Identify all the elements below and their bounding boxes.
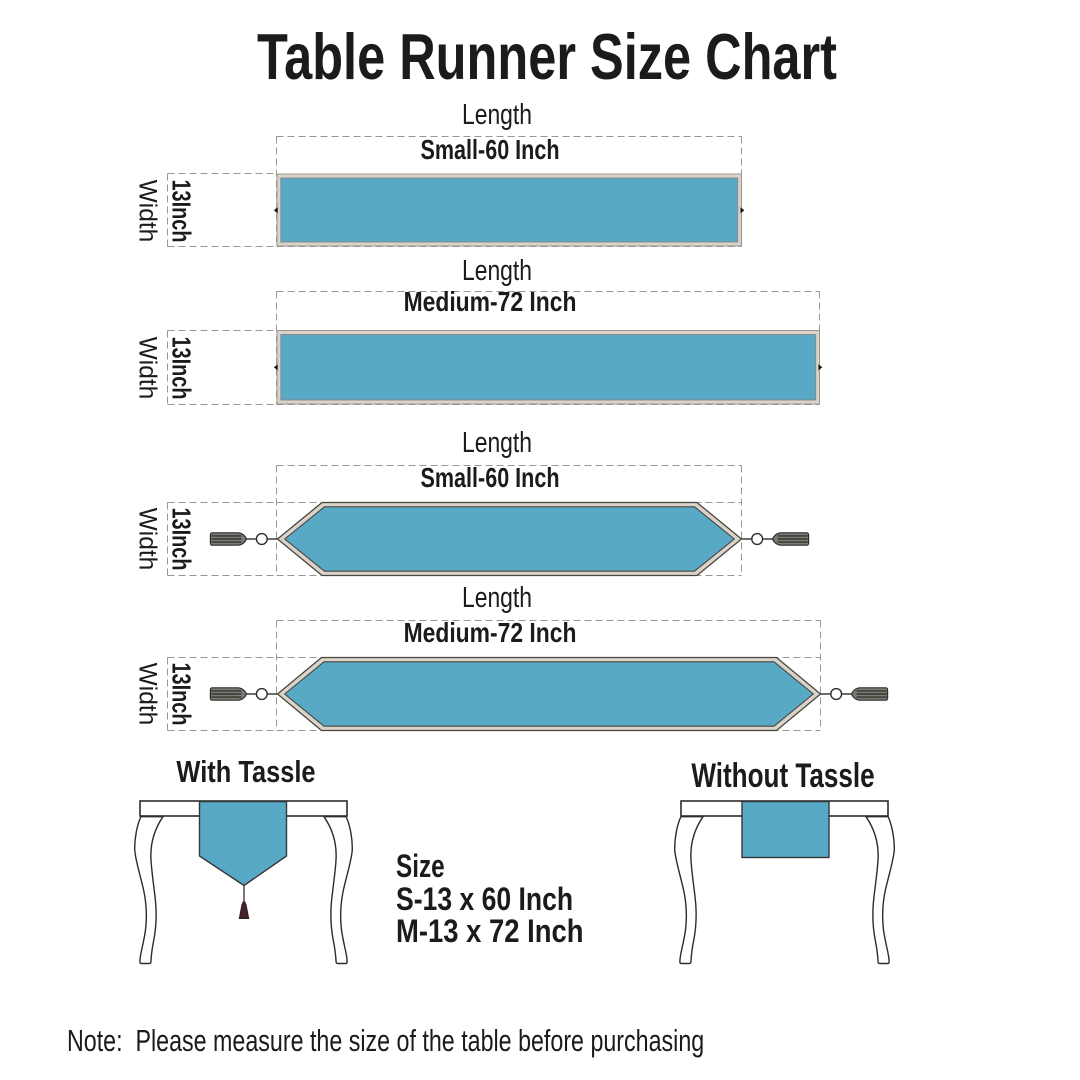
note-spacer <box>122 1023 135 1058</box>
note-text: Please measure the size of the table bef… <box>135 1022 704 1058</box>
size-label-row1: Small-60 Inch <box>420 133 560 165</box>
table-leg <box>673 815 705 965</box>
dimension-arrow-left-icon <box>273 364 278 371</box>
page-title: Table Runner Size Chart <box>257 20 837 94</box>
draped-runner-plain <box>741 800 830 859</box>
note: Note: Please measure the size of the tab… <box>67 1025 917 1056</box>
dimension-arrow-left-icon <box>273 207 278 214</box>
tassel-ring-icon <box>255 687 268 701</box>
width-value-row1: 13Inch <box>166 178 197 243</box>
tassel-ring-icon <box>830 687 843 701</box>
length-label-row4: Length <box>461 581 533 614</box>
tassel-left <box>209 687 278 701</box>
width-value-row3: 13Inch <box>166 507 197 571</box>
table-without-tassle <box>673 800 896 965</box>
width-label-row3: Width <box>133 507 162 571</box>
runner-rect-medium <box>276 330 820 405</box>
length-label-row3: Length <box>461 426 533 459</box>
table-leg <box>322 815 354 965</box>
size-line-medium: M-13 x 72 Inch <box>395 912 583 949</box>
draped-runner-pointed <box>198 800 288 887</box>
tassel-ring-icon <box>751 532 764 546</box>
length-label-row1: Length <box>461 98 533 131</box>
runner-pointed-medium <box>276 656 822 732</box>
without-tassle-label: Without Tassle <box>691 757 875 795</box>
tassel-right <box>820 687 889 701</box>
runner-fabric <box>283 661 815 727</box>
length-label-row2: Length <box>461 255 533 288</box>
tassel-right <box>741 532 810 546</box>
tassel-ring-icon <box>255 532 268 546</box>
table-with-tassle <box>133 800 354 965</box>
tassel-left <box>209 532 278 546</box>
dimension-arrow-right-icon <box>740 207 745 214</box>
width-value-row2: 13Inch <box>166 335 197 400</box>
width-label-row4: Width <box>133 662 162 726</box>
table-leg <box>133 815 165 965</box>
width-value-row4: 13Inch <box>166 662 197 726</box>
hanging-tassel-icon <box>238 903 250 919</box>
runner-rect-small <box>276 173 742 247</box>
width-label-row2: Width <box>133 336 162 399</box>
size-label-row3: Small-60 Inch <box>420 461 560 493</box>
size-line-small: S-13 x 60 Inch <box>395 880 573 917</box>
table-leg <box>864 815 896 965</box>
width-label-row1: Width <box>133 179 162 242</box>
runner-fabric <box>280 334 817 401</box>
size-label-row2: Medium-72 Inch <box>403 286 577 317</box>
note-label: Note: <box>66 1022 123 1058</box>
runner-fabric <box>280 177 739 243</box>
size-heading: Size <box>395 848 445 885</box>
size-label-row4: Medium-72 Inch <box>403 616 577 648</box>
runner-fabric <box>283 506 736 572</box>
runner-pointed-small <box>276 501 743 577</box>
with-tassle-label: With Tassle <box>175 753 316 789</box>
dimension-arrow-right-icon <box>818 364 823 371</box>
